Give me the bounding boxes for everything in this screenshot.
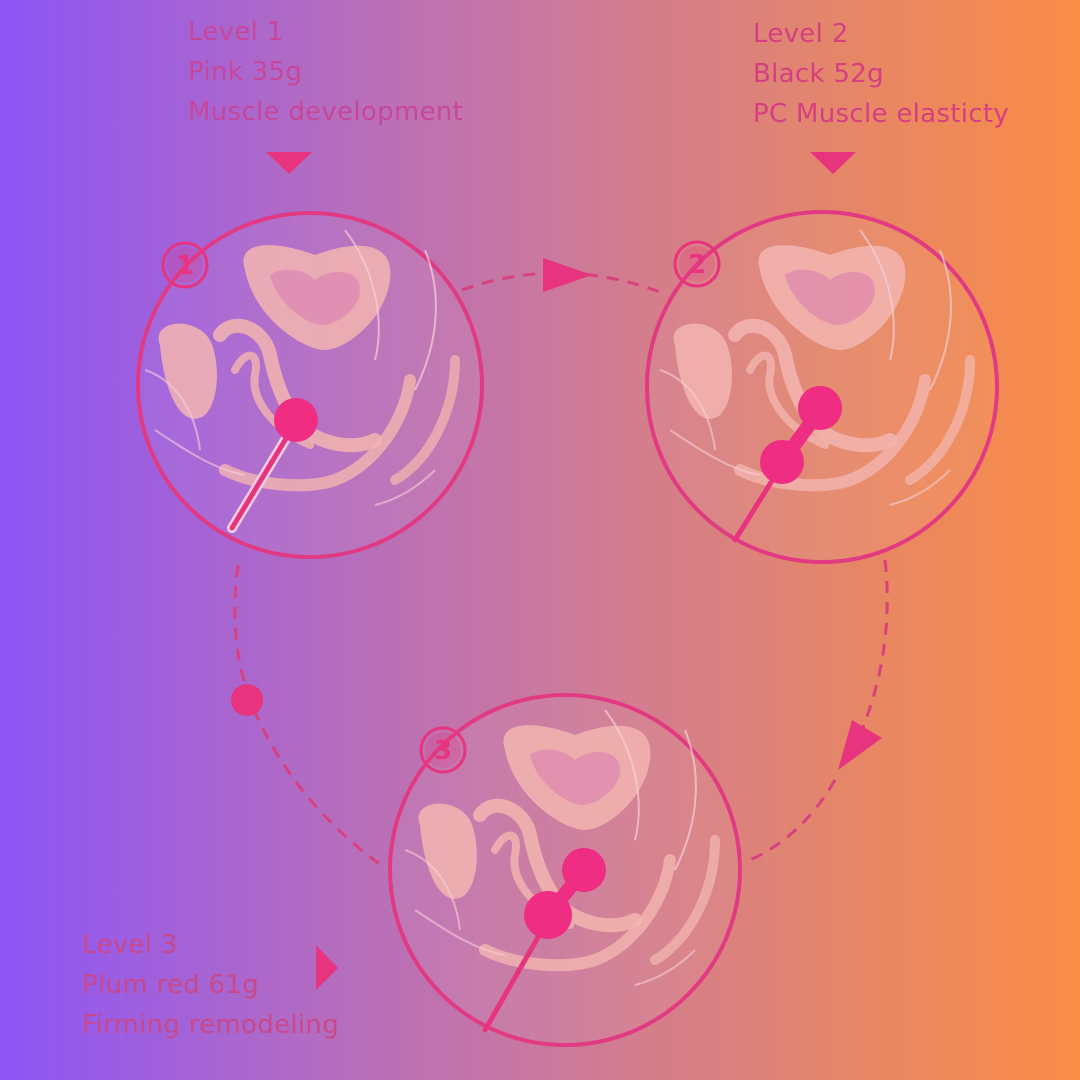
ball-icon <box>524 891 572 939</box>
stage-1-illustration <box>136 211 484 559</box>
ball-icon <box>274 398 318 442</box>
connector-2-to-3-upper <box>858 559 889 736</box>
level-2-benefit: PC Muscle elasticty <box>753 99 1010 129</box>
level-3-benefit: Firming remodeling <box>82 1010 339 1040</box>
level-3-label: Level 3 Plum red 61g Firming remodeling <box>82 925 339 1045</box>
level-1-pointer-icon <box>266 152 312 174</box>
badge-2-number: 2 <box>688 250 706 280</box>
level-2-label: Level 2 Black 52g PC Muscle elasticty <box>753 14 1009 134</box>
level-2-title: Level 2 <box>753 19 849 49</box>
connector-dot-icon <box>231 684 263 716</box>
connector-1-to-2 <box>461 271 661 294</box>
stage-2-illustration <box>645 210 999 564</box>
badge-2: 2 <box>673 240 721 288</box>
level-3-title: Level 3 <box>82 930 178 960</box>
ball-icon <box>798 386 842 430</box>
badge-3: 3 <box>419 726 467 774</box>
level-1-label: Level 1 Pink 35g Muscle development <box>188 12 463 132</box>
ball-icon <box>562 848 606 892</box>
connector-2-to-3-lower <box>744 779 837 864</box>
level-2-weight: Black 52g <box>753 59 884 89</box>
level-1-weight: Pink 35g <box>188 57 303 87</box>
level-1-title: Level 1 <box>188 17 284 47</box>
badge-3-number: 3 <box>434 736 452 766</box>
badge-1: 1 <box>161 241 209 289</box>
stage-3-illustration <box>388 693 742 1047</box>
connector-3-to-1 <box>233 564 386 870</box>
ball-icon <box>760 440 804 484</box>
level-2-pointer-icon <box>810 152 856 174</box>
level-3-pointer-icon <box>316 945 338 990</box>
arrow-down-icon <box>838 720 882 770</box>
badge-1-number: 1 <box>176 251 194 281</box>
level-3-weight: Plum red 61g <box>82 970 260 1000</box>
arrow-right-icon <box>543 258 592 292</box>
level-1-benefit: Muscle development <box>188 97 464 127</box>
